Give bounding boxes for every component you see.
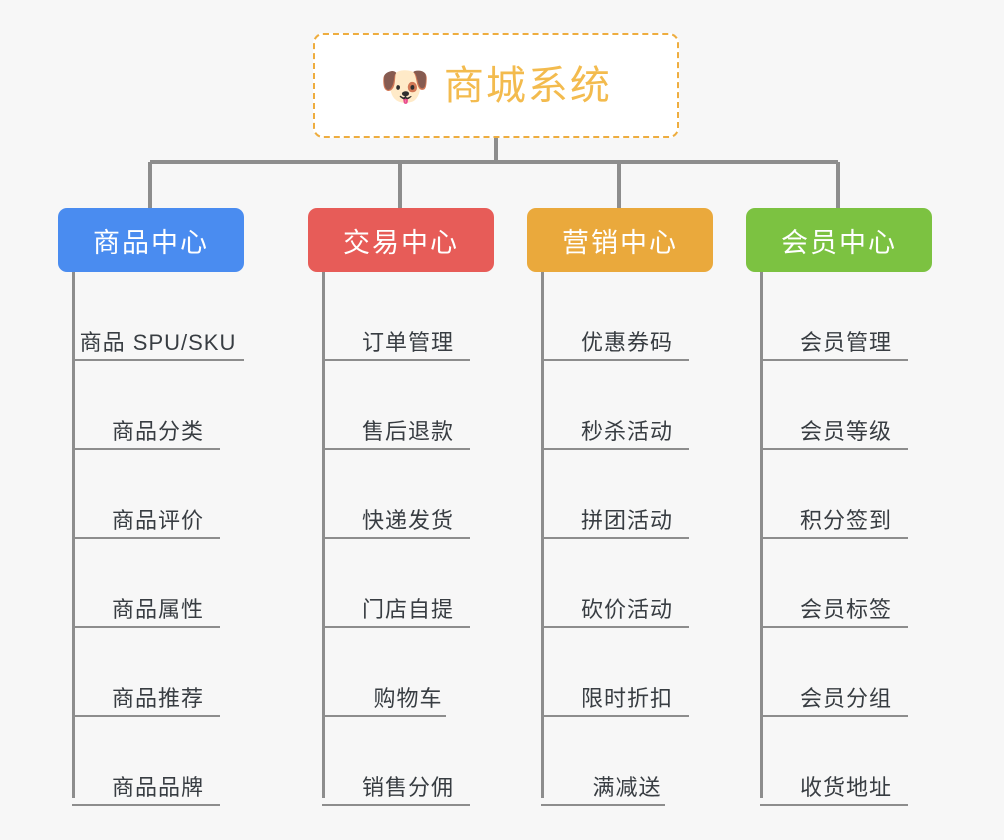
leaf-label: 快递发货 bbox=[361, 507, 454, 533]
leaf-item[interactable]: 商品 SPU/SKU bbox=[72, 272, 244, 361]
leaf-item[interactable]: 订单管理 bbox=[322, 272, 494, 361]
leaf-item[interactable]: 限时折扣 bbox=[541, 628, 713, 717]
leaf-item[interactable]: 砍价活动 bbox=[541, 539, 713, 628]
leaf-item[interactable]: 购物车 bbox=[322, 628, 494, 717]
category-header-product-center[interactable]: 商品中心 bbox=[58, 208, 244, 272]
leaf-item[interactable]: 销售分佣 bbox=[322, 717, 494, 806]
leaf-item[interactable]: 商品评价 bbox=[72, 450, 244, 539]
branch-trade-center: 交易中心 订单管理 售后退款 快递发货 门店自提 购物车 销售分佣 bbox=[308, 208, 494, 806]
leaf-label: 商品属性 bbox=[111, 596, 204, 622]
leaf-label: 积分签到 bbox=[799, 507, 892, 533]
leaf-item[interactable]: 秒杀活动 bbox=[541, 361, 713, 450]
category-label: 商品中心 bbox=[93, 227, 209, 258]
category-header-trade-center[interactable]: 交易中心 bbox=[308, 208, 494, 272]
leaf-item[interactable]: 满减送 bbox=[541, 717, 713, 806]
leaf-list-marketing-center: 优惠券码 秒杀活动 拼团活动 砍价活动 限时折扣 满减送 bbox=[527, 272, 713, 806]
leaf-item[interactable]: 拼团活动 bbox=[541, 450, 713, 539]
leaf-item[interactable]: 积分签到 bbox=[760, 450, 932, 539]
leaf-item[interactable]: 会员等级 bbox=[760, 361, 932, 450]
leaf-item[interactable]: 商品分类 bbox=[72, 361, 244, 450]
leaf-list-product-center: 商品 SPU/SKU 商品分类 商品评价 商品属性 商品推荐 商品品牌 bbox=[58, 272, 244, 806]
leaf-label: 销售分佣 bbox=[361, 774, 454, 800]
leaf-label: 优惠券码 bbox=[580, 329, 673, 355]
leaf-label: 满减送 bbox=[592, 774, 662, 800]
leaf-label: 会员分组 bbox=[799, 685, 892, 711]
leaf-item[interactable]: 快递发货 bbox=[322, 450, 494, 539]
root-title: 商城系统 bbox=[443, 63, 612, 108]
leaf-label: 砍价活动 bbox=[580, 596, 673, 622]
leaf-label: 商品分类 bbox=[111, 418, 204, 444]
leaf-item[interactable]: 优惠券码 bbox=[541, 272, 713, 361]
leaf-item[interactable]: 门店自提 bbox=[322, 539, 494, 628]
branch-marketing-center: 营销中心 优惠券码 秒杀活动 拼团活动 砍价活动 限时折扣 满减送 bbox=[527, 208, 713, 806]
leaf-item[interactable]: 商品推荐 bbox=[72, 628, 244, 717]
root-node[interactable]: 🐶 商城系统 bbox=[313, 33, 679, 138]
leaf-item[interactable]: 售后退款 bbox=[322, 361, 494, 450]
category-label: 会员中心 bbox=[781, 227, 897, 258]
leaf-list-trade-center: 订单管理 售后退款 快递发货 门店自提 购物车 销售分佣 bbox=[308, 272, 494, 806]
leaf-item[interactable]: 商品属性 bbox=[72, 539, 244, 628]
leaf-label: 收货地址 bbox=[799, 774, 892, 800]
category-label: 营销中心 bbox=[562, 227, 678, 258]
leaf-label: 商品推荐 bbox=[111, 685, 204, 711]
leaf-item[interactable]: 会员标签 bbox=[760, 539, 932, 628]
leaf-label: 购物车 bbox=[373, 685, 443, 711]
branch-product-center: 商品中心 商品 SPU/SKU 商品分类 商品评价 商品属性 商品推荐 商品品牌 bbox=[58, 208, 244, 806]
leaf-label: 会员标签 bbox=[799, 596, 892, 622]
leaf-label: 拼团活动 bbox=[580, 507, 673, 533]
leaf-item[interactable]: 会员分组 bbox=[760, 628, 932, 717]
leaf-item[interactable]: 收货地址 bbox=[760, 717, 932, 806]
leaf-item[interactable]: 商品品牌 bbox=[72, 717, 244, 806]
leaf-item[interactable]: 会员管理 bbox=[760, 272, 932, 361]
category-header-marketing-center[interactable]: 营销中心 bbox=[527, 208, 713, 272]
leaf-label: 会员管理 bbox=[799, 329, 892, 355]
leaf-label: 门店自提 bbox=[361, 596, 454, 622]
shiba-dog-emoji: 🐶 bbox=[380, 64, 430, 109]
category-label: 交易中心 bbox=[343, 227, 459, 258]
leaf-label: 限时折扣 bbox=[580, 685, 673, 711]
leaf-label: 订单管理 bbox=[361, 329, 454, 355]
category-header-member-center[interactable]: 会员中心 bbox=[746, 208, 932, 272]
leaf-label: 商品 SPU/SKU bbox=[79, 329, 237, 355]
leaf-label: 会员等级 bbox=[799, 418, 892, 444]
leaf-label: 售后退款 bbox=[361, 418, 454, 444]
leaf-label: 商品品牌 bbox=[111, 774, 204, 800]
branch-member-center: 会员中心 会员管理 会员等级 积分签到 会员标签 会员分组 收货地址 bbox=[746, 208, 932, 806]
leaf-list-member-center: 会员管理 会员等级 积分签到 会员标签 会员分组 收货地址 bbox=[746, 272, 932, 806]
leaf-label: 秒杀活动 bbox=[580, 418, 673, 444]
leaf-label: 商品评价 bbox=[111, 507, 204, 533]
